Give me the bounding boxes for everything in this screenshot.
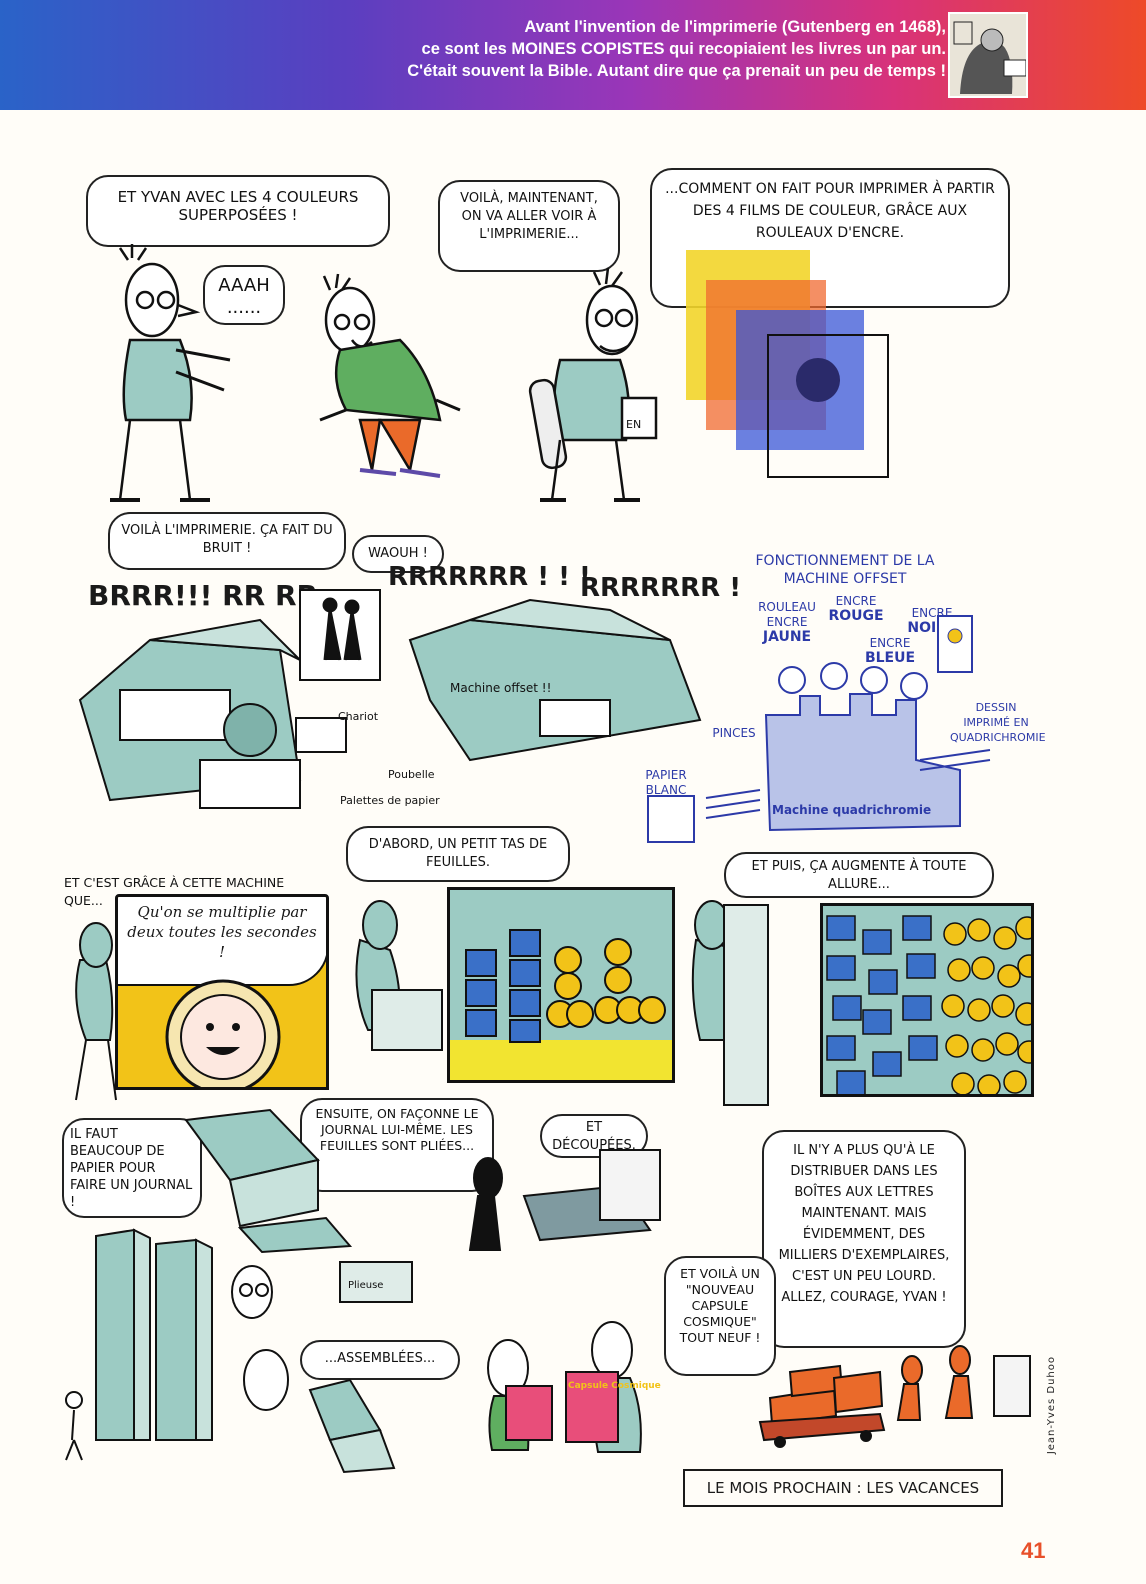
ink-can-label: EN [626, 418, 641, 431]
white-paper-line-1: Papier [645, 768, 687, 782]
character-on-film [796, 358, 840, 402]
diagram-title-line-1: Fonctionnement de la [755, 553, 935, 569]
speech-bubble: Et Yvan avec les 4 couleurs superposées … [86, 175, 390, 247]
row3-characters [75, 900, 769, 1106]
noise-text: BRRR!!! RR RR [88, 579, 318, 612]
printed-character-face [947, 628, 963, 644]
noise-text: RRRRRRR ! ! ! [388, 562, 591, 592]
robots-small-panel [447, 887, 675, 1083]
palettes-label: Palettes de papier [340, 794, 440, 807]
plieuse-label: Plieuse [348, 1280, 383, 1291]
thought-bubble: Qu'on se multiplie par deux toutes les s… [118, 897, 326, 986]
printed-drawing-line-2: imprimé en [963, 716, 1029, 729]
magazine-cover [505, 1385, 553, 1441]
diagram-title-line-2: machine offset [783, 571, 907, 587]
yellow-roller-line-2: encre [766, 615, 808, 629]
speech-bubble: Aaah ...... [203, 265, 285, 325]
header-banner: Avant l'invention de l'imprimerie (Guten… [0, 0, 1146, 110]
printed-drawing-line-3: quadrichromie [950, 731, 1046, 744]
blue-ink-line-2: Bleue [864, 650, 916, 666]
magazine-cover [565, 1371, 619, 1443]
speech-bubble: ...Assemblées... [300, 1340, 460, 1380]
speech-bubble: Il n'y a plus qu'à le distribuer dans le… [762, 1130, 966, 1348]
baby-character [165, 979, 281, 1087]
printed-drawing-line-1: Dessin [975, 701, 1017, 714]
intro-text: Avant l'invention de l'imprimerie (Guten… [186, 16, 946, 82]
magazine-title: Capsule Cosmique [568, 1381, 661, 1391]
row4-illustrations: Plieuse Capsule Cosmique [65, 1108, 1031, 1474]
mailbox [993, 1355, 1031, 1417]
intro-line-2: ce sont les MOINES COPISTES qui recopiai… [421, 40, 946, 58]
yvan-character: EN [110, 244, 889, 502]
printing-press-illustration: BRRR!!! RR RR RRRRRRR ! ! ! RRRRRRR ! Ma… [78, 562, 741, 809]
speech-bubble: Et voilà un "Nouveau Capsule Cosmique" t… [664, 1256, 776, 1376]
intro-line-3: C'était souvent la Bible. Autant dire qu… [407, 62, 946, 80]
speech-bubble: Voilà l'imprimerie. Ça fait du bruit ! [108, 512, 346, 570]
pinces-label: Pinces [712, 726, 756, 740]
black-film [767, 334, 889, 478]
yellow-roller-line-3: Jaune [762, 629, 812, 645]
red-ink-label: Encre Rouge [826, 594, 886, 624]
thought-text: Qu'on se multiplie par deux toutes les s… [127, 903, 317, 961]
blue-ink-label: Encre Bleue [858, 636, 922, 666]
page-number: 41 [1021, 1538, 1046, 1563]
offset-machine-diagram: Machine quadrichromie [647, 615, 991, 843]
robots-large-panel [820, 903, 1034, 1097]
white-paper-label: Papier blanc [636, 768, 696, 798]
speech-bubble: Il faut beaucoup de papier pour faire un… [62, 1118, 202, 1218]
red-ink-line-1: Encre [835, 594, 877, 608]
next-month-caption: Le mois prochain : les vacances [683, 1469, 1003, 1507]
machine-offset-label: Machine offset !! [450, 681, 551, 695]
chariot-label: Chariot [338, 710, 379, 723]
speech-bubble: Et puis, ça augmente à toute allure... [724, 852, 994, 898]
machine-quadrichromie-label: Machine quadrichromie [772, 803, 931, 817]
intro-line-1: Avant l'invention de l'imprimerie (Guten… [524, 18, 946, 36]
yellow-roller-label: Rouleau encre Jaune [756, 600, 818, 645]
speech-bubble: D'abord, un petit tas de feuilles. [346, 826, 570, 882]
speech-bubble: Ensuite, on façonne le journal lui-même.… [300, 1098, 494, 1192]
blue-ink-line-1: Encre [869, 636, 911, 650]
yellow-roller-line-1: Rouleau [758, 600, 816, 614]
robots-and-babies [450, 929, 672, 1080]
speech-bubble: Waouh ! [352, 535, 444, 573]
red-ink-line-2: Rouge [828, 608, 884, 624]
diagram-title: Fonctionnement de la machine offset [740, 552, 950, 588]
thought-panel: Qu'on se multiplie par deux toutes les s… [115, 894, 329, 1090]
noise-text: RRRRRRR ! [580, 573, 741, 603]
speech-bubble: Voilà, maintenant, on va aller voir à l'… [438, 180, 620, 272]
narration-caption: Et c'est grâce à cette machine que... [64, 875, 285, 908]
printed-drawing-label: Dessin imprimé en quadrichromie [950, 700, 1046, 745]
artist-signature: Jean-Yves Duhoo [1046, 1356, 1057, 1455]
white-paper-line-2: blanc [645, 783, 687, 797]
poubelle-label: Poubelle [388, 768, 435, 781]
monk-copyist-illustration [948, 12, 1028, 98]
robots-and-babies-crowd [826, 915, 1031, 1094]
